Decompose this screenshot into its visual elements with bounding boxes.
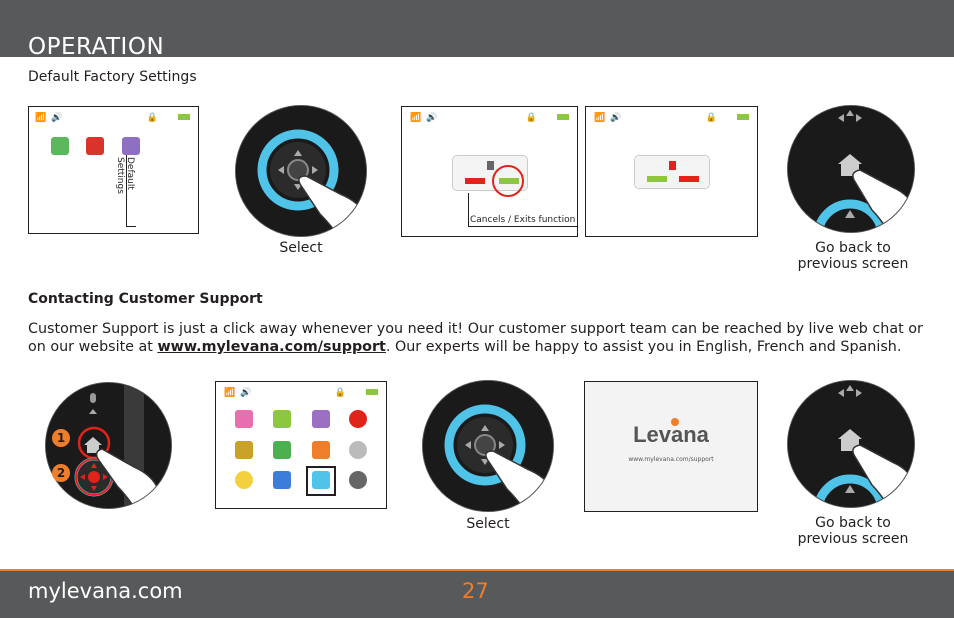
- paragraph-text-start: Customer Support is just a click away wh…: [28, 321, 923, 355]
- zoom-icon: [273, 441, 291, 459]
- lullaby-icon: [235, 441, 253, 459]
- calendar-icon: [312, 410, 330, 428]
- battery-icon: [737, 114, 749, 120]
- support-paragraph: Customer Support is just a click away wh…: [28, 320, 928, 356]
- status-bar: 📶 🔊 🔒: [586, 107, 757, 127]
- music-icon: [235, 410, 253, 428]
- signal-icon: 📶: [410, 113, 422, 123]
- monitor-screen-menu: 📶 🔊 🔒: [215, 381, 387, 509]
- lock-icon: 🔒: [525, 113, 537, 123]
- lock-icon: 🔒: [334, 388, 346, 398]
- monitor-steps-illustration: [45, 382, 172, 509]
- paragraph-text-end: . Our experts will be happy to assist yo…: [385, 339, 902, 355]
- monitor-back-illustration: [787, 105, 915, 233]
- temperature-icon: [312, 441, 330, 459]
- battery-icon: [178, 114, 190, 120]
- back-caption-line1: Go back to: [815, 240, 891, 256]
- mute-icon: [349, 441, 367, 459]
- monitor-mode-icon: [51, 137, 69, 155]
- back-caption-line1: Go back to: [815, 515, 891, 531]
- signal-icon: 📶: [224, 388, 236, 398]
- monitor-select-illustration: [422, 380, 554, 512]
- logo-accent-icon: [671, 418, 679, 426]
- lock-icon: 🔒: [146, 113, 158, 123]
- step-1-badge: 1: [52, 429, 70, 447]
- callout-line: [468, 193, 577, 227]
- back-caption-line2: previous screen: [797, 256, 909, 272]
- page-footer: mylevana.com 27: [0, 571, 954, 618]
- selection-frame: [306, 466, 336, 496]
- step-2-badge: 2: [52, 464, 70, 482]
- monitor-screen-reset: 📶 🔊 🔒: [585, 106, 758, 237]
- section-heading: Contacting Customer Support: [28, 291, 263, 307]
- back-caption: Go back to previous screen: [790, 240, 916, 272]
- support-url: www.mylevana.com/support: [628, 456, 714, 463]
- select-caption: Select: [466, 516, 510, 532]
- cancels-label: Cancels / Exits function: [470, 215, 576, 225]
- footer-divider: [0, 569, 954, 571]
- brightness-icon: [235, 471, 253, 489]
- default-settings-label: Default Settings: [115, 157, 135, 194]
- hourglass-icon: [669, 161, 676, 170]
- page-number: 27: [462, 579, 489, 603]
- camera-switch-icon: [273, 471, 291, 489]
- callout-line: [126, 155, 136, 227]
- page-header: OPERATION: [0, 0, 954, 60]
- signal-icon: 📶: [594, 113, 606, 123]
- support-link[interactable]: www.mylevana.com/support: [157, 339, 386, 355]
- monitor-screen-confirm: 📶 🔊 🔒 Cancels / Exits function: [401, 106, 578, 237]
- levana-logo: Levana: [633, 422, 709, 447]
- monitor-screen-support: Levana www.mylevana.com/support: [584, 381, 758, 512]
- footer-site: mylevana.com: [28, 579, 183, 603]
- battery-icon: [366, 389, 378, 395]
- support-icon: [312, 471, 330, 489]
- camera-icon: [273, 410, 291, 428]
- gear-icon: [349, 471, 367, 489]
- section-subtitle: Default Factory Settings: [28, 69, 197, 85]
- monitor-screen-settings: 📶 🔊 🔒 Default Settings: [28, 106, 199, 234]
- play-icon: [349, 410, 367, 428]
- cancel-icon: [679, 176, 699, 182]
- page-title: OPERATION: [28, 34, 165, 60]
- volume-icon: 🔊: [426, 113, 438, 123]
- volume-icon: 🔊: [240, 388, 252, 398]
- status-bar: 📶 🔊 🔒: [29, 107, 198, 127]
- status-bar: 📶 🔊 🔒: [216, 382, 386, 402]
- alert-icon: [86, 137, 104, 155]
- battery-icon: [557, 114, 569, 120]
- volume-icon: 🔊: [610, 113, 622, 123]
- back-caption-line2: previous screen: [797, 531, 909, 547]
- default-settings-icon: [122, 137, 140, 155]
- monitor-select-illustration: [235, 105, 367, 237]
- highlight-circle: [492, 165, 524, 197]
- select-caption: Select: [279, 240, 323, 256]
- cancel-icon: [465, 178, 485, 184]
- reset-icon: [487, 161, 494, 170]
- volume-icon: 🔊: [51, 113, 63, 123]
- monitor-back-illustration: [787, 380, 915, 508]
- status-bar: 📶 🔊 🔒: [402, 107, 577, 127]
- lock-icon: 🔒: [705, 113, 717, 123]
- signal-icon: 📶: [35, 113, 47, 123]
- back-caption: Go back to previous screen: [790, 515, 916, 547]
- progress-dialog: [634, 155, 710, 189]
- confirm-icon: [647, 176, 667, 182]
